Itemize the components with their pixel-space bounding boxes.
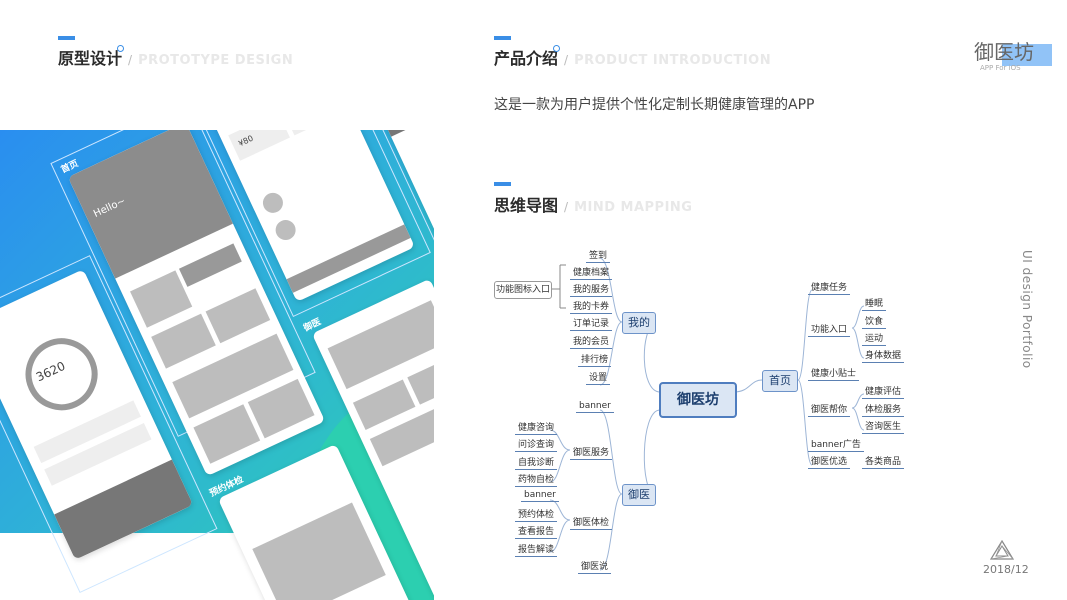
- mindmap-node: banner: [521, 490, 559, 502]
- section-accent-bar: [494, 182, 511, 186]
- mindmap-branch-yuyi: 御医: [622, 484, 656, 506]
- mindmap-node: 御医体检: [570, 515, 613, 530]
- mindmap-node: 体检服务: [862, 402, 905, 417]
- title-separator: /: [564, 53, 569, 67]
- mindmap-branch-wode: 我的: [622, 312, 656, 334]
- mindmap-node: 睡眠: [862, 296, 887, 311]
- mindmap-external-label: 功能图标入口: [494, 281, 552, 299]
- mindmap-node: 问诊查询: [515, 437, 558, 452]
- mindmap-branch-shouye: 首页: [762, 370, 798, 392]
- mindmap-node: 各类商品: [862, 454, 905, 469]
- mindmap-node: 签到: [586, 248, 611, 263]
- mindmap-node: 御医帮你: [808, 402, 851, 417]
- mindmap-node: 御医优选: [808, 454, 851, 469]
- mindmap-node: 健康档案: [570, 265, 613, 280]
- product-title-en: PRODUCT INTRODUCTION: [574, 53, 772, 68]
- mindmap-node: 运动: [862, 331, 887, 346]
- mindmap-node: 报告解读: [515, 542, 558, 557]
- product-intro-text: 这是一款为用户提供个性化定制长期健康管理的APP: [494, 97, 815, 113]
- mindmap-node: 设置: [586, 370, 611, 385]
- mindmap-node: 查看报告: [515, 524, 558, 539]
- mindmap-node: 订单记录: [570, 316, 613, 331]
- mindmap-node: 咨询医生: [862, 419, 905, 434]
- brand-highlight-rect: [1002, 44, 1052, 66]
- mindmap-node: 健康咨询: [515, 420, 558, 435]
- product-section-title: 产品介绍 / PRODUCT INTRODUCTION: [494, 45, 771, 69]
- mindmap-node: 预约体检: [515, 507, 558, 522]
- title-separator: /: [128, 53, 133, 67]
- mindmap-node: 健康小贴士: [808, 366, 860, 381]
- mindmap-section-title: 思维导图 / MIND MAPPING: [494, 192, 692, 216]
- mindmap-node: banner广告: [808, 437, 864, 452]
- mindmap-title-cn: 思维导图: [494, 196, 559, 215]
- mindmap-node: banner: [576, 401, 614, 413]
- title-dot-icon: [553, 45, 560, 52]
- mindmap-root-node: 御医坊: [659, 382, 737, 418]
- brand-logo-text: 御医坊: [974, 40, 1034, 64]
- prototype-artwork: 3620 首页 Hello~ 会员充值 ¥15 ¥43: [0, 130, 434, 600]
- prototype-title-en: PROTOTYPE DESIGN: [138, 53, 294, 68]
- date-label: 2018/12: [983, 563, 1029, 576]
- prototype-section-title: 原型设计 / PROTOTYPE DESIGN: [58, 45, 293, 69]
- section-accent-bar: [494, 36, 511, 40]
- mindmap-node: 我的服务: [570, 282, 613, 297]
- mindmap-node: 身体数据: [862, 348, 905, 363]
- section-accent-bar: [58, 36, 75, 40]
- prototype-title-cn: 原型设计: [58, 49, 123, 68]
- mindmap-node: 健康任务: [808, 280, 851, 295]
- mindmap-node: 我的会员: [570, 334, 613, 349]
- product-title-cn: 产品介绍: [494, 49, 559, 68]
- mindmap-node: 饮食: [862, 314, 887, 329]
- mindmap-node: 功能入口: [808, 322, 851, 337]
- brand-subtitle: APP For iOS: [980, 64, 1021, 72]
- mindmap-node: 我的卡券: [570, 299, 613, 314]
- mindmap-node: 御医说: [578, 559, 612, 574]
- mindmap-node: 健康评估: [862, 384, 905, 399]
- mindmap-node: 自我诊断: [515, 455, 558, 470]
- portfolio-side-label: UI design Portfolio: [1020, 250, 1034, 369]
- mindmap-node: 排行榜: [578, 352, 612, 367]
- title-dot-icon: [117, 45, 124, 52]
- title-separator: /: [564, 200, 569, 214]
- mindmap-node: 药物自检: [515, 472, 558, 487]
- mindmap-title-en: MIND MAPPING: [574, 200, 693, 215]
- mindmap-node: 御医服务: [570, 445, 613, 460]
- penrose-triangle-icon: [990, 540, 1014, 560]
